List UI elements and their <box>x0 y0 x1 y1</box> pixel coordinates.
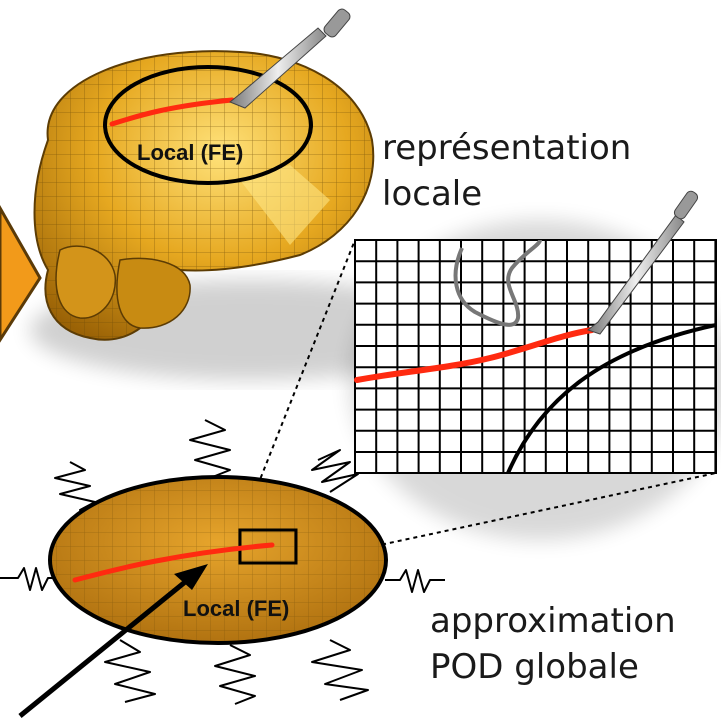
pointer-arrow-head <box>174 564 208 590</box>
local-repr-line2: locale <box>382 174 483 214</box>
local-fe-ellipse-top <box>103 65 313 185</box>
global-approx-line2: POD globale <box>430 647 639 687</box>
crack-top <box>109 97 235 127</box>
global-oval <box>48 475 388 645</box>
black-curve <box>506 323 716 473</box>
pointer-arrow-line <box>18 576 192 718</box>
global-approximation-label: approximation POD globale <box>430 598 676 690</box>
global-approx-line1: approximation <box>430 601 676 641</box>
local-fe-label-top: Local (FE) <box>137 140 244 165</box>
surgical-tool-local <box>586 190 699 335</box>
crack-local <box>354 327 595 383</box>
local-representation-label: représentation locale <box>382 125 631 217</box>
orange-arrow-shape <box>0 204 42 343</box>
surgical-tool-top <box>229 8 351 109</box>
local-repr-line1: représentation <box>382 128 632 168</box>
springs <box>0 419 445 705</box>
crack-global <box>72 542 275 583</box>
grey-contour <box>453 240 542 327</box>
local-grid-panel <box>354 239 717 474</box>
local-fe-label-bottom: Local (FE) <box>183 596 290 621</box>
